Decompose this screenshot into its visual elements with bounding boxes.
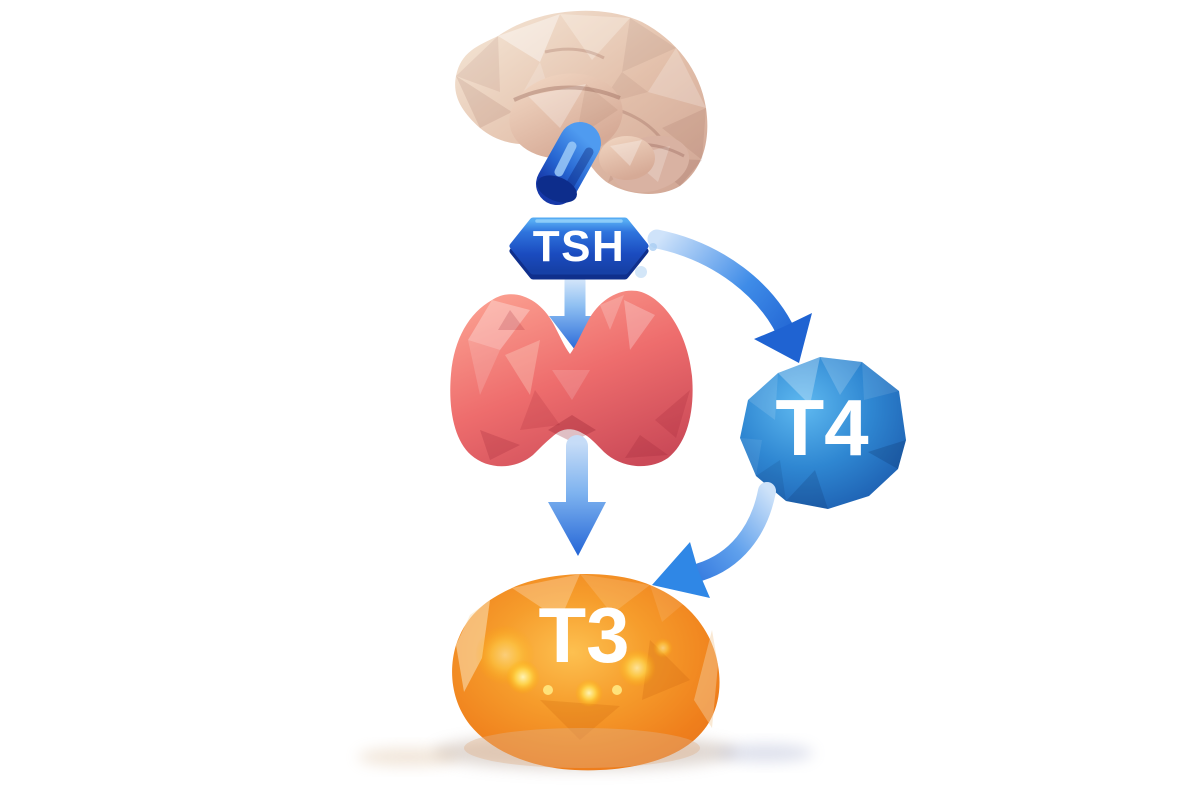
temporal-pole-facet — [610, 140, 642, 166]
brain-icon — [455, 10, 708, 205]
t3-glow-dots — [475, 625, 673, 707]
arrow-t4-to-t3 — [652, 482, 776, 598]
arrow-tsh-to-t4 — [647, 229, 812, 363]
poly-sphere-icon — [740, 357, 906, 509]
arrowhead-icon — [754, 313, 812, 363]
brainstem-icon — [536, 122, 601, 205]
t4-label: T4 — [775, 383, 869, 472]
t3-blob: T3 — [452, 573, 720, 771]
t3-facets — [456, 574, 718, 768]
thyroid-gland-icon — [450, 290, 693, 467]
poly-blob-icon — [452, 573, 720, 771]
tsh-label: TSH — [533, 222, 626, 271]
t3-label: T3 — [538, 591, 629, 679]
t4-sphere: T4 — [740, 357, 906, 509]
particle-dot — [635, 266, 647, 278]
t4-facets — [740, 357, 906, 509]
thyroid-body — [450, 290, 693, 467]
arrowhead-down-icon — [548, 502, 606, 556]
arrowhead-icon — [652, 542, 710, 598]
hexagon-badge-icon — [509, 217, 649, 275]
temporal-pole — [599, 136, 655, 180]
thyroid-facets — [468, 295, 690, 460]
arrow-thyroid-to-t3 — [548, 435, 606, 556]
tsh-badge: TSH — [509, 217, 657, 280]
sylvian-fissure — [513, 85, 621, 102]
particle-dot — [649, 243, 657, 251]
brain-crease — [544, 47, 605, 60]
temporal-facet — [528, 84, 586, 128]
